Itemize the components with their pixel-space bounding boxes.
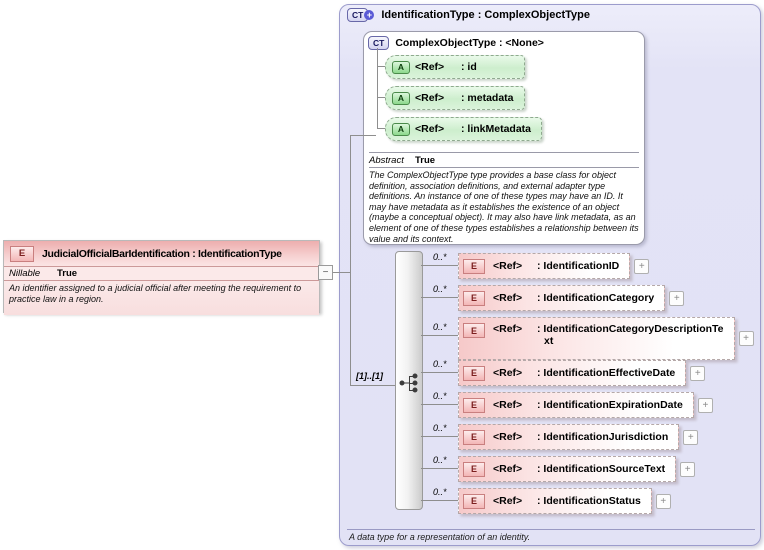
element-name: : IdentificationCategory bbox=[537, 292, 655, 304]
element-row-identification-status[interactable]: E <Ref> : IdentificationStatus + bbox=[458, 488, 671, 514]
occurrence-label: 0..* bbox=[433, 423, 447, 433]
identificationtype-header[interactable]: CT + IdentificationType : ComplexObjectT… bbox=[347, 7, 590, 22]
element-name: : IdentificationEffectiveDate bbox=[537, 367, 676, 379]
ref-label: <Ref> bbox=[493, 367, 523, 379]
element-row-identification-category[interactable]: E <Ref> : IdentificationCategory + bbox=[458, 285, 685, 311]
attribute-linkmetadata[interactable]: A <Ref> : linkMetadata bbox=[385, 117, 543, 141]
occurrence-label: 0..* bbox=[433, 391, 447, 401]
ref-label: <Ref> bbox=[493, 431, 523, 443]
base-type-title: ComplexObjectType : <None> bbox=[395, 36, 544, 49]
sequence-group-bar[interactable] bbox=[395, 251, 423, 510]
occurrence-label: 0..* bbox=[433, 487, 447, 497]
attribute-name: : id bbox=[461, 61, 477, 73]
ref-label: <Ref> bbox=[493, 399, 523, 411]
element-icon: E bbox=[463, 429, 485, 445]
multiplicity-label: [1]..[1] bbox=[356, 371, 383, 381]
element-row-identification-jurisdiction[interactable]: E <Ref> : IdentificationJurisdiction + bbox=[458, 424, 699, 450]
footer-divider bbox=[347, 529, 755, 530]
abstract-label: Abstract bbox=[369, 155, 404, 166]
element-icon: E bbox=[463, 365, 485, 381]
occurrence-label: 0..* bbox=[433, 284, 447, 294]
expand-button[interactable]: + bbox=[680, 461, 696, 477]
outer-type-description: A data type for a representation of an i… bbox=[349, 532, 531, 542]
complex-type-plus-icon: CT + bbox=[347, 7, 375, 22]
attribute-name: : linkMetadata bbox=[461, 123, 532, 135]
complex-type-icon: CT bbox=[368, 35, 390, 50]
element-row-identification-category-description-text[interactable]: E <Ref> : IdentificationCategoryDescript… bbox=[458, 317, 754, 360]
occurrence-label: 0..* bbox=[433, 455, 447, 465]
element-row-identification-source-text[interactable]: E <Ref> : IdentificationSourceText + bbox=[458, 456, 696, 482]
element-icon: E bbox=[463, 397, 485, 413]
expand-button[interactable]: + bbox=[697, 397, 713, 413]
element-icon: E bbox=[10, 245, 34, 262]
element-name: : IdentificationID bbox=[537, 260, 620, 272]
judicial-official-bar-identification-node[interactable]: E JudicialOfficialBarIdentification : Id… bbox=[3, 240, 320, 315]
expand-button[interactable]: + bbox=[669, 290, 685, 306]
attribute-icon: A bbox=[392, 122, 410, 136]
attribute-name: : metadata bbox=[461, 92, 514, 104]
nillable-label: Nillable bbox=[9, 268, 41, 279]
ref-label: <Ref> bbox=[493, 292, 523, 304]
ref-label: <Ref> bbox=[415, 61, 445, 73]
element-row-identification-expiration-date[interactable]: E <Ref> : IdentificationExpirationDate + bbox=[458, 392, 713, 418]
abstract-row: Abstract True bbox=[369, 152, 639, 168]
element-name: : IdentificationStatus bbox=[537, 495, 641, 507]
attribute-id[interactable]: A <Ref> : id bbox=[385, 55, 525, 79]
ref-label: <Ref> bbox=[415, 123, 445, 135]
element-node-header: E JudicialOfficialBarIdentification : Id… bbox=[4, 241, 319, 267]
complexobjecttype-header: CT ComplexObjectType : <None> bbox=[368, 35, 544, 50]
base-type-description: The ComplexObjectType type provides a ba… bbox=[369, 170, 639, 244]
element-icon: E bbox=[463, 461, 485, 477]
element-name: : IdentificationSourceText bbox=[537, 463, 666, 475]
element-node-title: JudicialOfficialBarIdentification : Iden… bbox=[42, 247, 282, 260]
ref-label: <Ref> bbox=[493, 323, 523, 335]
outer-type-title: IdentificationType : ComplexObjectType bbox=[381, 8, 590, 21]
element-icon: E bbox=[463, 323, 485, 338]
ref-label: <Ref> bbox=[415, 92, 445, 104]
expand-button[interactable]: + bbox=[738, 331, 754, 346]
occurrence-label: 0..* bbox=[433, 359, 447, 369]
attribute-icon: A bbox=[392, 60, 410, 74]
attribute-metadata[interactable]: A <Ref> : metadata bbox=[385, 86, 525, 110]
expand-button[interactable]: + bbox=[683, 429, 699, 445]
collapse-toggle[interactable]: − bbox=[318, 265, 333, 280]
abstract-value: True bbox=[415, 155, 436, 166]
ref-label: <Ref> bbox=[493, 463, 523, 475]
element-name: : IdentificationJurisdiction bbox=[537, 431, 669, 443]
plus-icon: + bbox=[364, 9, 375, 20]
element-icon: E bbox=[463, 493, 485, 509]
element-row-identification-effective-date[interactable]: E <Ref> : IdentificationEffectiveDate + bbox=[458, 360, 706, 386]
nillable-value: True bbox=[57, 268, 78, 279]
element-icon: E bbox=[463, 258, 485, 274]
element-name: : IdentificationExpirationDate bbox=[537, 399, 683, 411]
element-icon: E bbox=[463, 290, 485, 306]
expand-button[interactable]: + bbox=[690, 365, 706, 381]
element-node-description: An identifier assigned to a judicial off… bbox=[4, 281, 319, 315]
expand-button[interactable]: + bbox=[655, 493, 671, 509]
attribute-icon: A bbox=[392, 91, 410, 105]
occurrence-label: 0..* bbox=[433, 252, 447, 262]
expand-button[interactable]: + bbox=[634, 258, 650, 274]
nillable-row: Nillable True bbox=[4, 267, 319, 281]
element-row-identification-id[interactable]: E <Ref> : IdentificationID + bbox=[458, 253, 650, 279]
ref-label: <Ref> bbox=[493, 260, 523, 272]
occurrence-label: 0..* bbox=[433, 322, 447, 332]
ref-label: <Ref> bbox=[493, 495, 523, 507]
